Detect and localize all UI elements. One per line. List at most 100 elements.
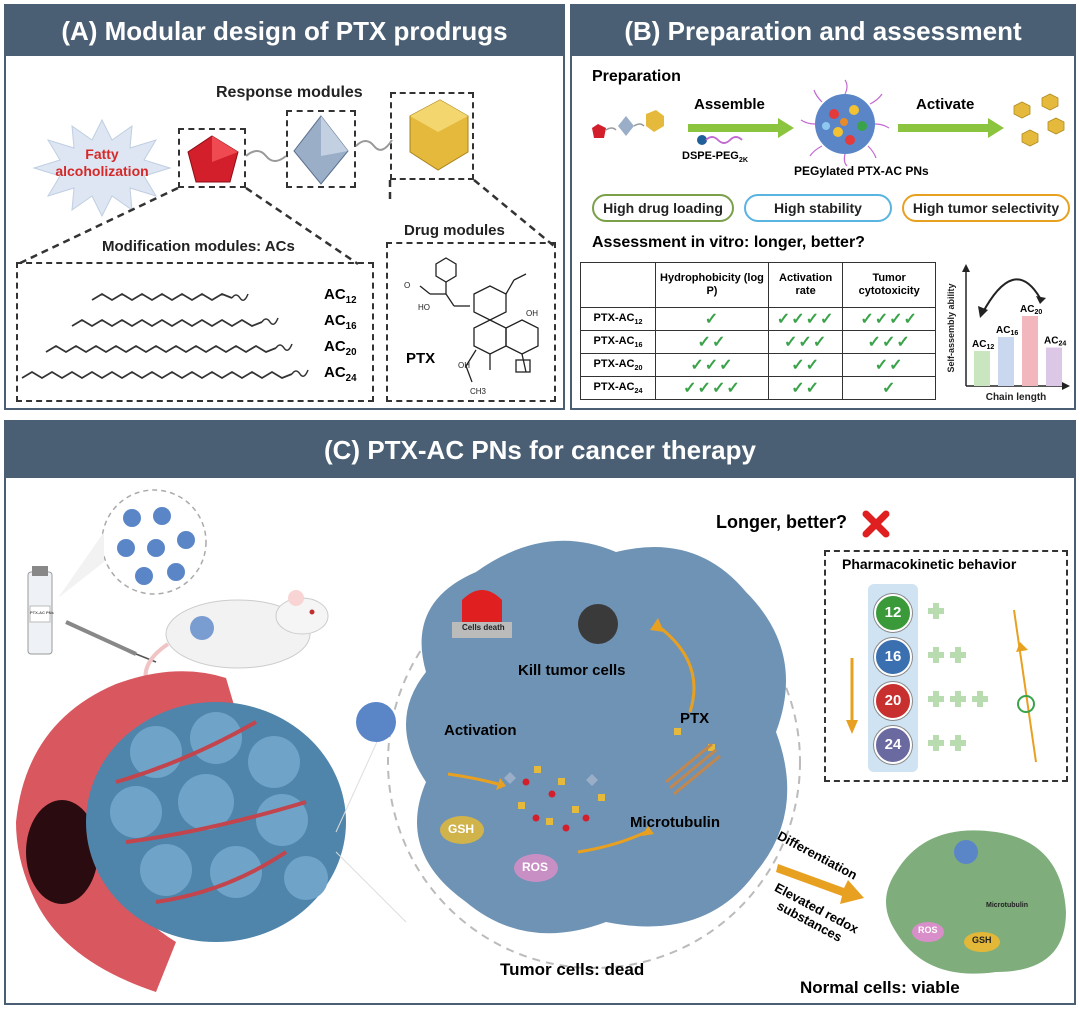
- chain-label-12: AC12: [324, 286, 357, 306]
- normal-micro-label: Microtubulin: [986, 902, 1028, 909]
- check-cell: ✓✓✓✓: [767, 307, 844, 331]
- preparation-graphic: [592, 79, 1065, 167]
- svg-text:CH3: CH3: [470, 387, 487, 396]
- pk-cross-icon: [928, 647, 944, 663]
- bar-ac24: [1046, 347, 1062, 386]
- bar-label-ac12: AC12: [972, 339, 994, 351]
- pk-cross-icon: [928, 735, 944, 751]
- bar-ac16: [998, 337, 1014, 386]
- bar-label-ac24: AC24: [1044, 336, 1066, 348]
- check-cell: ✓✓: [767, 376, 844, 400]
- table-row: PTX-AC20 ✓✓✓ ✓✓ ✓✓: [580, 353, 936, 377]
- blue-module-box: [286, 110, 356, 188]
- normal-viable-label: Normal cells: viable: [800, 978, 960, 997]
- pk-cross-icon: [950, 691, 966, 707]
- modification-modules-box: [16, 262, 374, 402]
- kill-label: Kill tumor cells: [518, 662, 626, 679]
- check-cell: ✓✓✓: [655, 353, 769, 377]
- assemble-label: Assemble: [694, 96, 765, 113]
- modification-label: Modification modules: ACs: [102, 238, 295, 255]
- drug-module-box: [390, 92, 474, 180]
- alkyl-chains-graphic: [21, 292, 309, 380]
- table-row: PTX-AC24 ✓✓✓✓ ✓✓ ✓: [580, 376, 936, 400]
- activate-label: Activate: [916, 96, 975, 113]
- normal-gsh-label: GSH: [972, 935, 992, 945]
- pk-label: Pharmacokinetic behavior: [842, 556, 1017, 572]
- table-row: PTX-AC16 ✓✓ ✓✓✓ ✓✓✓: [580, 330, 936, 354]
- ptx-label: PTX: [406, 350, 436, 367]
- row-label: PTX-AC16: [580, 330, 656, 354]
- check-cell: ✓✓✓✓: [842, 307, 936, 331]
- pill-drug-loading: High drug loading: [592, 194, 734, 222]
- bar-ac20: [1022, 316, 1038, 386]
- panel-b-title: (B) Preparation and assessment: [572, 6, 1074, 56]
- pk-ball-24: 24: [874, 726, 912, 764]
- nanoparticle-icon: [800, 79, 890, 167]
- chain-label-16: AC16: [324, 312, 357, 332]
- check-cell: ✓: [842, 376, 936, 400]
- bar-ac12: [974, 351, 990, 386]
- pk-ball-20: 20: [874, 682, 912, 720]
- assessment-table: Hydrophobicity (log P) Activation rate T…: [580, 262, 936, 400]
- check-cell: ✓✓✓✓: [655, 376, 769, 400]
- modules-graphic: [17, 99, 555, 266]
- panel-c-title: (C) PTX-AC PNs for cancer therapy: [6, 422, 1074, 478]
- table-header: Tumor cytotoxicity: [842, 262, 936, 308]
- chain-label-20: AC20: [324, 338, 357, 358]
- assessment-label: Assessment in vitro: longer, better?: [592, 234, 865, 251]
- row-label: PTX-AC12: [580, 307, 656, 331]
- pk-cross-icon: [950, 735, 966, 751]
- bar-label-ac20: AC20: [1020, 304, 1042, 316]
- chain-label-24: AC24: [324, 364, 357, 384]
- ros-label: ROS: [522, 860, 549, 874]
- activation-label: Activation: [444, 722, 517, 739]
- preparation-label: Preparation: [592, 68, 681, 85]
- pill-stability: High stability: [744, 194, 892, 222]
- table-row: PTX-AC12 ✓ ✓✓✓✓ ✓✓✓✓: [580, 307, 936, 331]
- panel-c: (C) PTX-AC PNs for cancer therapy: [4, 420, 1076, 1005]
- pk-box: [824, 550, 1068, 782]
- check-cell: ✓: [655, 307, 769, 331]
- tumor-dead-label: Tumor cells: dead: [500, 960, 645, 979]
- svg-text:OH: OH: [526, 309, 538, 318]
- ptx-structure-icon: O HO OH OH CH3: [404, 257, 539, 396]
- pk-cross-icon: [950, 647, 966, 663]
- normal-ros-label: ROS: [918, 925, 938, 935]
- chart-xlabel: Chain length: [986, 392, 1047, 403]
- response-modules-label: Response modules: [216, 84, 363, 101]
- red-module-box: [178, 128, 246, 188]
- table-header: Hydrophobicity (log P): [655, 262, 769, 308]
- drug-modules-box: [386, 242, 556, 402]
- pill-tumor-selectivity: High tumor selectivity: [902, 194, 1070, 222]
- dspe-label: DSPE-PEG2K: [682, 150, 748, 165]
- svg-text:O: O: [404, 281, 410, 290]
- table-header: Activation rate: [767, 262, 844, 308]
- ptx-c-label: PTX: [680, 710, 710, 727]
- pk-ball-16: 16: [874, 638, 912, 676]
- fatty-starburst-icon: [32, 118, 172, 218]
- vial-label: PTX-AC PNs: [30, 610, 54, 615]
- panel-a-title: (A) Modular design of PTX prodrugs: [6, 6, 563, 56]
- check-cell: ✓✓✓: [767, 330, 844, 354]
- panel-a: (A) Modular design of PTX prodrugs Fatty…: [4, 4, 565, 410]
- check-cell: ✓✓: [842, 353, 936, 377]
- cells-death-label: Cells death: [462, 623, 505, 632]
- svg-text:HO: HO: [418, 303, 430, 312]
- pn-label: PEGylated PTX-AC PNs: [794, 164, 929, 178]
- therapy-illustration: [16, 489, 1066, 992]
- check-cell: ✓✓: [767, 353, 844, 377]
- pk-cross-icon: [928, 603, 944, 619]
- check-cell: ✓✓: [655, 330, 769, 354]
- longer-better-label: Longer, better?: [716, 512, 848, 532]
- row-label: PTX-AC20: [580, 353, 656, 377]
- bar-label-ac16: AC16: [996, 325, 1018, 337]
- check-cell: ✓✓✓: [842, 330, 936, 354]
- pk-crosses-graphic: [846, 603, 1037, 763]
- pk-cross-icon: [972, 691, 988, 707]
- pk-ball-12: 12: [874, 594, 912, 632]
- svg-text:OH: OH: [458, 361, 470, 370]
- drug-modules-label: Drug modules: [404, 222, 505, 239]
- fatty-label: Fatty alcoholization: [55, 146, 149, 179]
- microtubulin-label: Microtubulin: [630, 814, 720, 831]
- row-label: PTX-AC24: [580, 376, 656, 400]
